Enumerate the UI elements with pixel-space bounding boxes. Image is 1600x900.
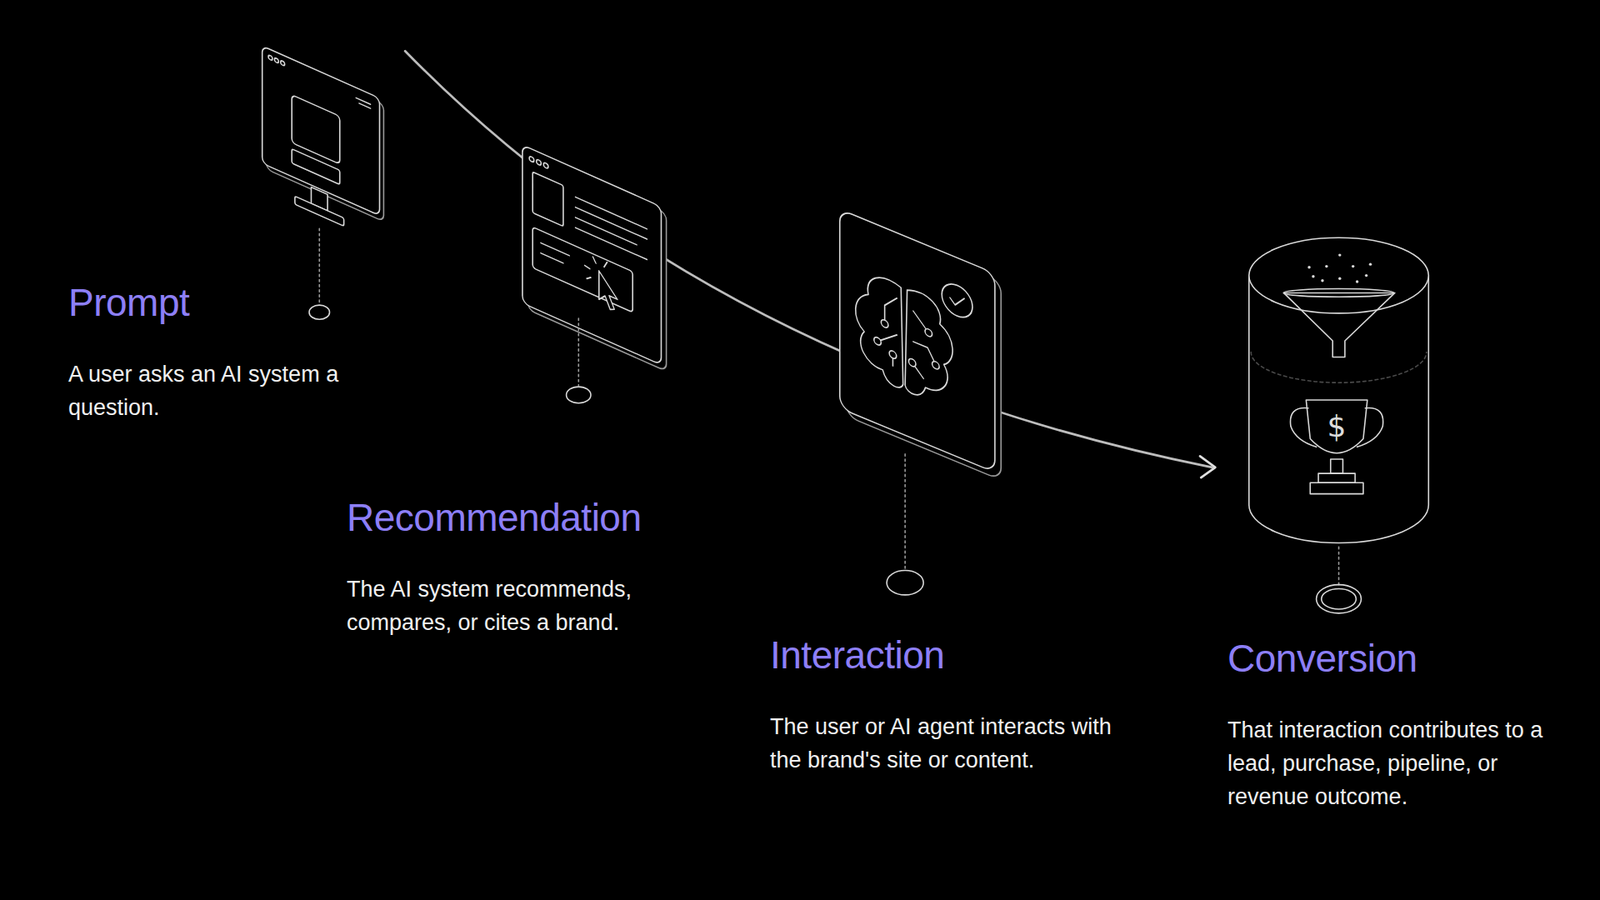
flow-arc-part xyxy=(1200,455,1215,478)
conversion-cylinder-part xyxy=(1305,400,1367,454)
brain-card-icon-part-part xyxy=(932,360,940,370)
conversion-cylinder-part xyxy=(1283,289,1394,298)
brain-card-icon-part-part xyxy=(855,265,904,390)
browser-icon-part-part xyxy=(575,217,637,245)
stage-block: ConversionThat interaction contributes t… xyxy=(1227,635,1582,817)
browser-icon-part-part xyxy=(532,226,633,312)
monitor-icon-part xyxy=(309,305,330,320)
stage-block: Prompt A user asks an AI system a questio… xyxy=(68,279,377,428)
browser-icon-part-part xyxy=(522,145,662,365)
brain-card-icon-part-part xyxy=(874,335,882,346)
conversion-cylinder-part-part xyxy=(1307,265,1310,269)
brain-card-icon-part xyxy=(840,209,1001,480)
monitor-icon-part xyxy=(318,228,320,305)
conversion-cylinder-part xyxy=(1316,585,1362,614)
browser-icon-part xyxy=(577,318,580,386)
monitor-icon-part-part xyxy=(268,55,273,61)
browser-icon-part-part xyxy=(575,227,648,260)
conversion-cylinder-part-part xyxy=(1369,262,1372,265)
stage-heading: Conversion xyxy=(1227,635,1582,682)
stage-heading: Recommendation xyxy=(346,494,672,541)
brain-card-icon-part-part xyxy=(880,328,898,348)
conversion-cylinder xyxy=(1249,237,1430,614)
browser-icon-part xyxy=(566,386,591,404)
conversion-cylinder-part xyxy=(1338,546,1340,586)
monitor-icon-part-part xyxy=(274,57,279,64)
monitor-icon-part-part xyxy=(280,60,285,66)
browser-icon-part-part xyxy=(599,270,618,313)
stage-description: A user asks an AI system a question. xyxy=(68,357,377,425)
trophy-symbol: $ xyxy=(1327,410,1347,444)
browser-icon-part-part xyxy=(540,242,570,255)
brain-card-icon-part-part xyxy=(892,358,895,366)
brain-card-icon-part-part xyxy=(880,318,889,329)
brain-card-icon-part-part xyxy=(915,366,924,379)
stage-description: The user or AI agent interacts with the … xyxy=(770,710,1129,777)
monitor-icon xyxy=(262,45,385,320)
conversion-cylinder-part xyxy=(1318,473,1355,483)
monitor-icon-part xyxy=(262,45,385,245)
conversion-cylinder-part xyxy=(1249,237,1430,314)
flow-arc xyxy=(405,50,1215,478)
monitor-icon-part-part xyxy=(291,149,340,185)
browser-icon-part-part xyxy=(536,159,542,166)
stage-block: InteractionThe user or AI agent interact… xyxy=(770,631,1129,780)
browser-icon-part-part xyxy=(586,275,591,281)
monitor-icon-part-part xyxy=(359,103,370,109)
conversion-cylinder-part-part xyxy=(1338,277,1341,280)
brain-card-icon-part-part xyxy=(913,341,934,360)
conversion-cylinder-part-part xyxy=(1325,265,1328,268)
brain-card-icon-part-part xyxy=(950,292,965,309)
conversion-cylinder-part xyxy=(1321,589,1357,610)
conversion-cylinder-part xyxy=(1357,408,1384,448)
monitor-icon-part-part xyxy=(262,45,380,216)
brain-card-icon-part-part xyxy=(840,209,995,473)
conversion-cylinder-part xyxy=(1307,253,1372,283)
browser-icon-part-part xyxy=(532,171,564,226)
conversion-cylinder-part-part xyxy=(1365,274,1368,277)
browser-icon xyxy=(522,145,667,404)
conversion-cylinder-part xyxy=(1290,408,1317,448)
brain-card-icon-part-part xyxy=(908,357,916,368)
brain-card-icon-part-part xyxy=(885,293,898,325)
conversion-cylinder-part xyxy=(1310,482,1364,494)
conversion-cylinder-part xyxy=(1283,292,1395,357)
stage-heading: Interaction xyxy=(770,631,1129,679)
browser-icon-part-part xyxy=(592,256,596,264)
conversion-cylinder-part-part xyxy=(1320,279,1324,282)
browser-icon-part-part xyxy=(543,162,549,170)
browser-icon-part-part xyxy=(575,197,648,230)
brain-card-icon-part xyxy=(886,570,924,595)
browser-icon-part-part xyxy=(604,260,608,269)
brain-card-icon-part-part xyxy=(889,349,897,360)
browser-icon-part xyxy=(522,145,667,372)
stage-heading: Prompt xyxy=(68,279,377,326)
brain-card-icon xyxy=(840,209,1001,595)
stage-block: RecommendationThe AI system recommends, … xyxy=(346,494,672,643)
flow-arc-part xyxy=(405,50,1213,468)
conversion-cylinder-part-part xyxy=(1351,265,1355,268)
monitor-icon-part-part xyxy=(291,95,340,165)
browser-icon-part-part xyxy=(575,207,648,240)
conversion-cylinder-part-part xyxy=(1311,275,1315,278)
conversion-cylinder-part-part xyxy=(1338,253,1341,256)
conversion-cylinder-part-part xyxy=(1355,280,1359,283)
conversion-cylinder-part xyxy=(1330,459,1344,474)
monitor-icon-part-part xyxy=(295,195,345,226)
browser-icon-part-part xyxy=(585,265,590,270)
monitor-icon-part-part xyxy=(355,98,370,105)
brain-card-icon-part-part xyxy=(941,279,973,323)
brain-card-icon-part xyxy=(904,454,906,572)
brain-card-icon-part-part xyxy=(913,310,926,329)
browser-icon-part-part xyxy=(540,253,564,264)
stage-description: That interaction contributes to a lead, … xyxy=(1227,713,1582,814)
stage-description: The AI system recommends, compares, or c… xyxy=(346,572,672,640)
conversion-cylinder-part xyxy=(1249,275,1430,544)
browser-icon-part-part xyxy=(529,155,535,163)
brain-card-icon-part-part xyxy=(925,327,933,338)
